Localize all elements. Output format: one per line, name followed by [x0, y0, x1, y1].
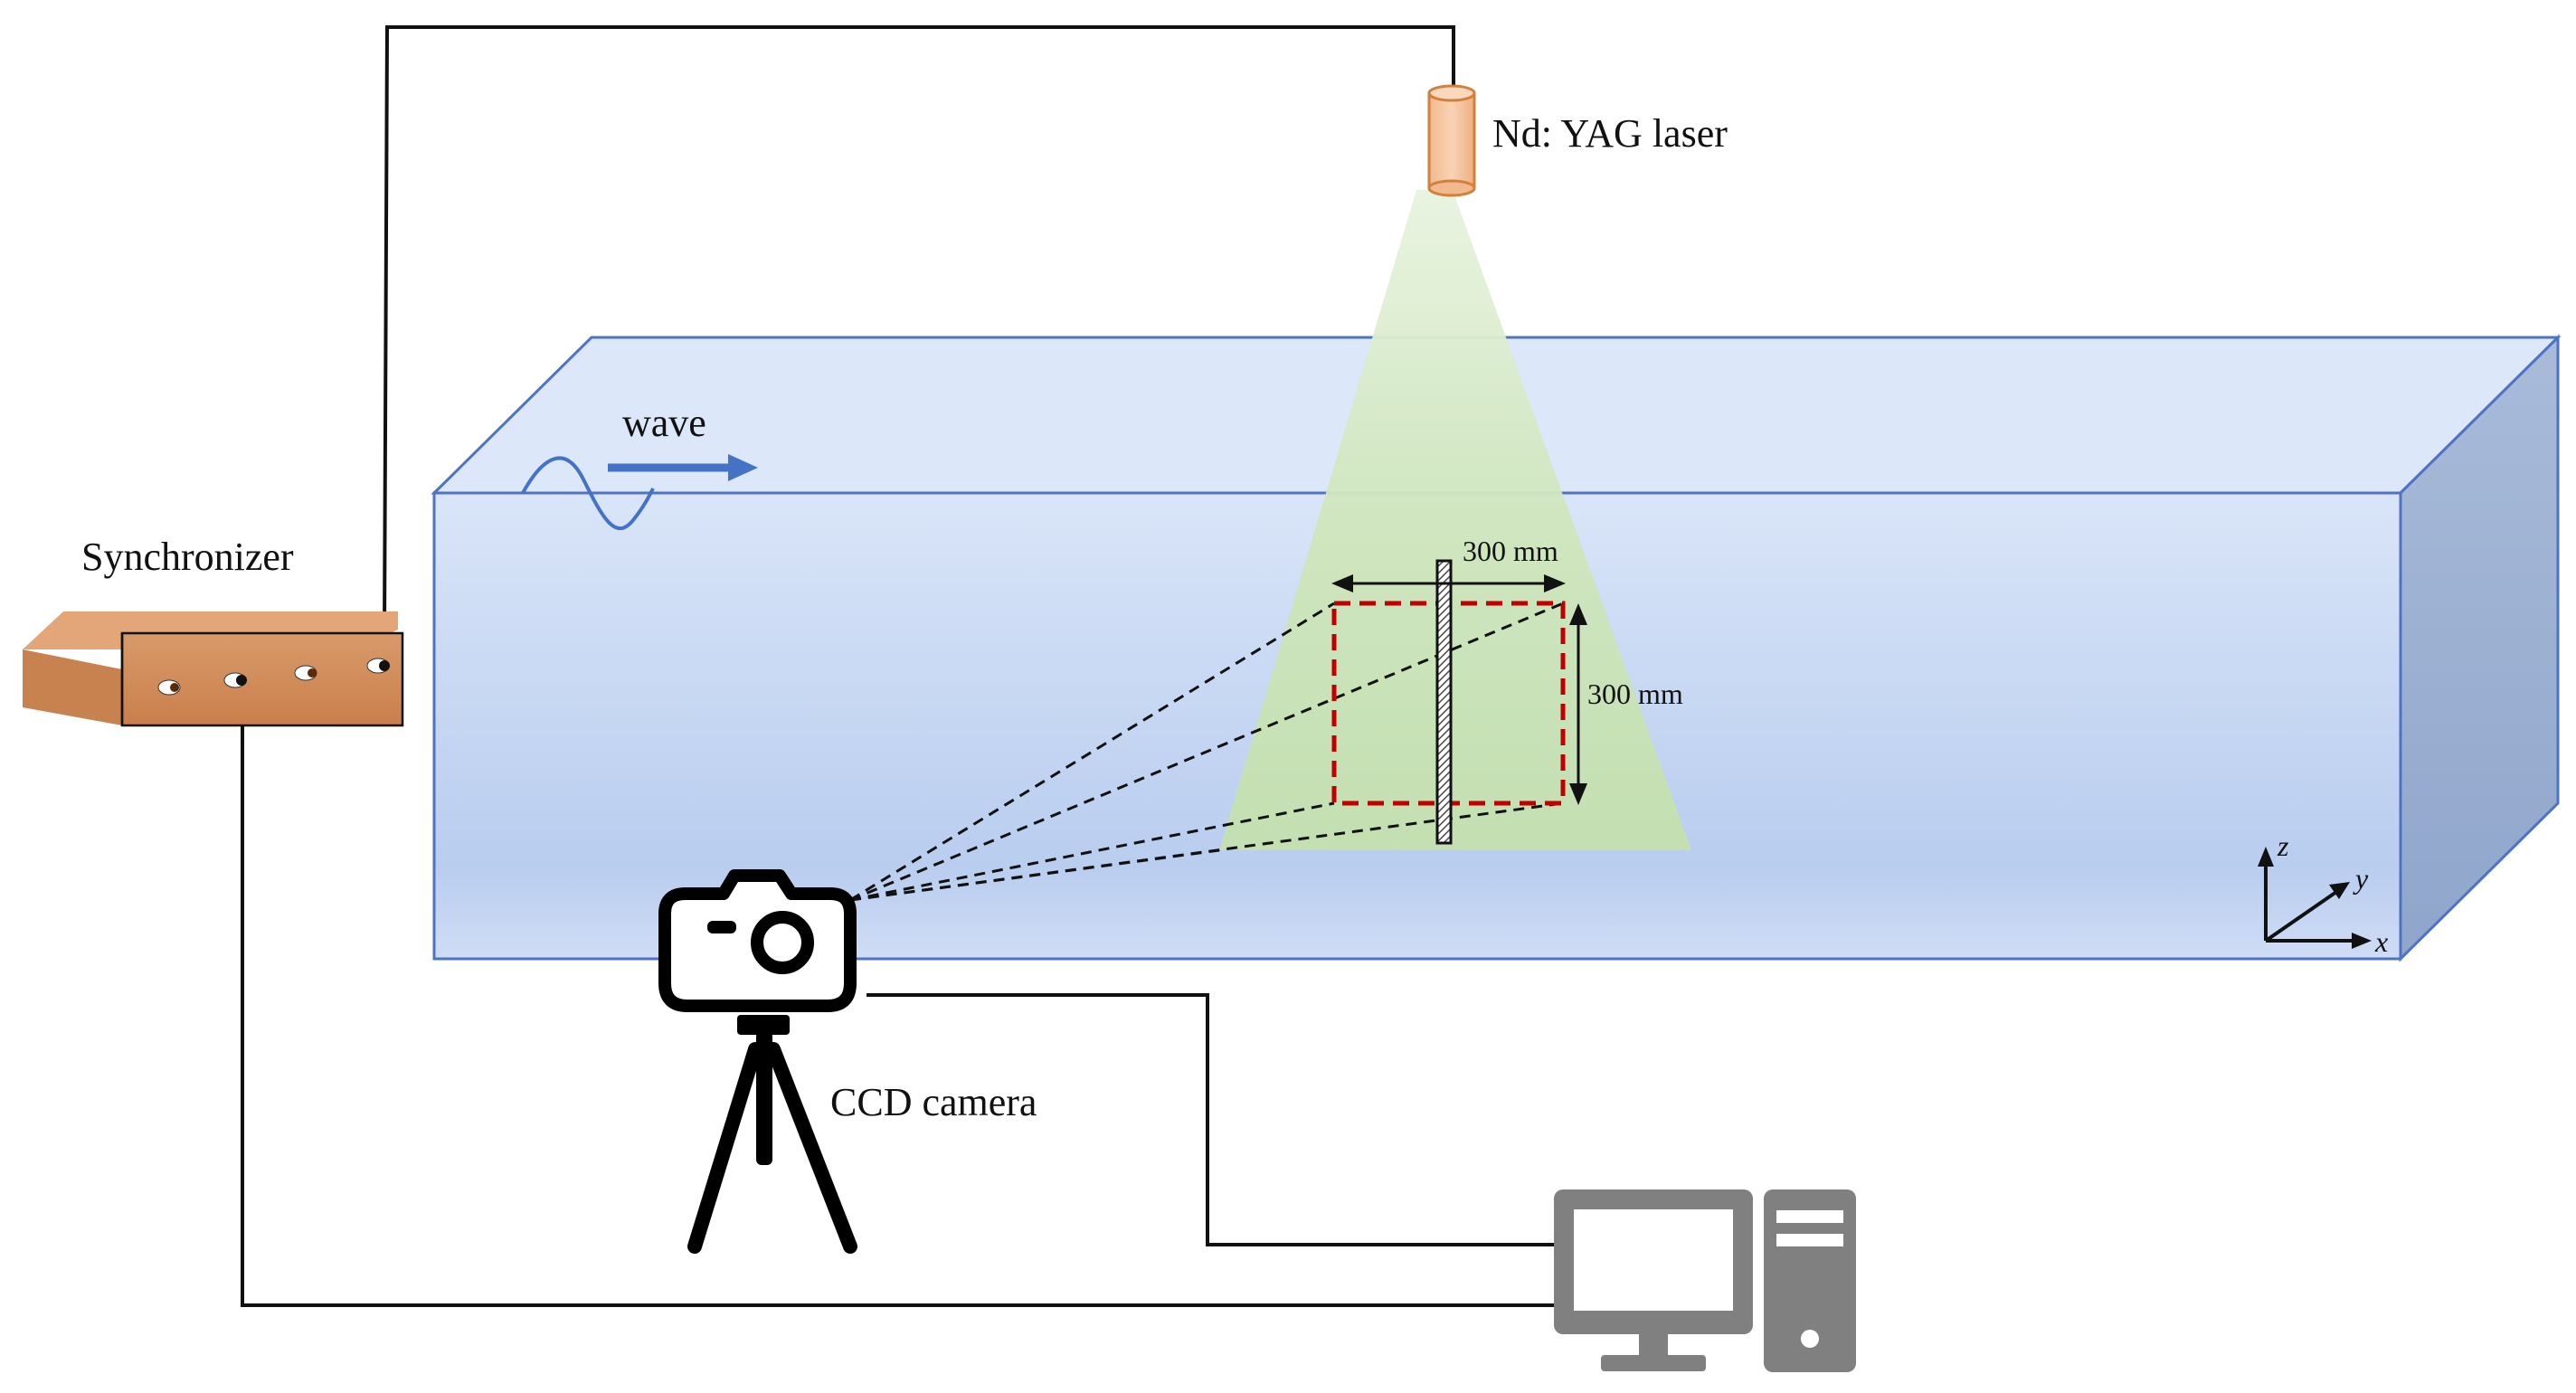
wave-curve-icon: [521, 456, 655, 531]
dimension-horizontal: 300 mm: [1331, 535, 1566, 592]
synchronizer-ports: [157, 658, 390, 696]
camera-icon: [658, 869, 857, 1012]
coordinate-axes: x y z: [2258, 829, 2388, 958]
synchronizer-label: Synchronizer: [81, 535, 294, 579]
port-3-pin: [308, 668, 317, 678]
tripod-center-column: [756, 1031, 772, 1165]
port-4-pin: [379, 660, 390, 671]
port-2-pin: [236, 675, 247, 686]
axis-y-arrow-icon: [2329, 882, 2350, 899]
laser-top-cap: [1427, 84, 1476, 102]
synchronizer-front: [120, 631, 404, 727]
port-1-pin: [170, 683, 179, 692]
tower-slot-1: [1776, 1210, 1843, 1223]
dim-h-arrow-left-icon: [1331, 574, 1353, 592]
monitor-screen: [1574, 1209, 1733, 1311]
tripod-leg-left: [687, 1042, 762, 1254]
laser-body: [1427, 91, 1476, 190]
synchronizer-left: [23, 649, 122, 725]
computer-tower-icon: [1764, 1189, 1856, 1372]
axis-x-label: x: [2374, 925, 2388, 958]
dim-v-label: 300 mm: [1587, 678, 1683, 710]
laser-bottom-cap: [1427, 179, 1476, 197]
tripod-icon: [687, 1015, 857, 1254]
dim-v-arrow-down-icon: [1569, 783, 1587, 805]
axis-z-arrow-icon: [2258, 847, 2274, 867]
tower-slot-2: [1776, 1234, 1843, 1246]
cables: [241, 25, 1554, 1307]
monitor-icon: [1554, 1189, 1753, 1371]
fov-line-sheet-bottom: [849, 848, 1220, 902]
dim-h-arrow-right-icon: [1544, 574, 1566, 592]
camera-label: CCD camera: [830, 1080, 1037, 1124]
wave-label: wave: [622, 401, 706, 445]
dimension-vertical: 300 mm: [1569, 603, 1683, 805]
dim-h-label: 300 mm: [1463, 535, 1558, 567]
tripod-head: [737, 1015, 790, 1035]
fov-line-bottom-left: [849, 801, 1335, 902]
axis-z-label: z: [2277, 829, 2289, 862]
synchronizer-box-icon: [23, 611, 404, 727]
test-plate: [1435, 559, 1453, 845]
cable-camera-to-computer: [867, 993, 1554, 1246]
cable-synchronizer-to-computer: [241, 683, 1554, 1307]
monitor-base: [1601, 1355, 1706, 1371]
wave-arrow-head-icon: [728, 454, 758, 481]
cable-synchronizer-to-laser: [383, 25, 1455, 634]
tripod-leg-right: [766, 1042, 857, 1254]
axis-y-label: y: [2353, 862, 2369, 895]
laser-sheet: [1219, 190, 1691, 850]
fov-line-top-left: [849, 602, 1335, 902]
laser-icon: [1427, 84, 1476, 197]
axis-x-arrow-icon: [2352, 933, 2372, 949]
dim-v-arrow-up-icon: [1569, 603, 1587, 625]
wave-indicator: wave: [521, 401, 758, 531]
camera-flash: [707, 921, 736, 933]
tower-power-button: [1801, 1330, 1819, 1348]
camera-lens: [751, 911, 814, 974]
axis-y-line: [2264, 888, 2341, 943]
laser-label: Nd: YAG laser: [1492, 111, 1728, 156]
